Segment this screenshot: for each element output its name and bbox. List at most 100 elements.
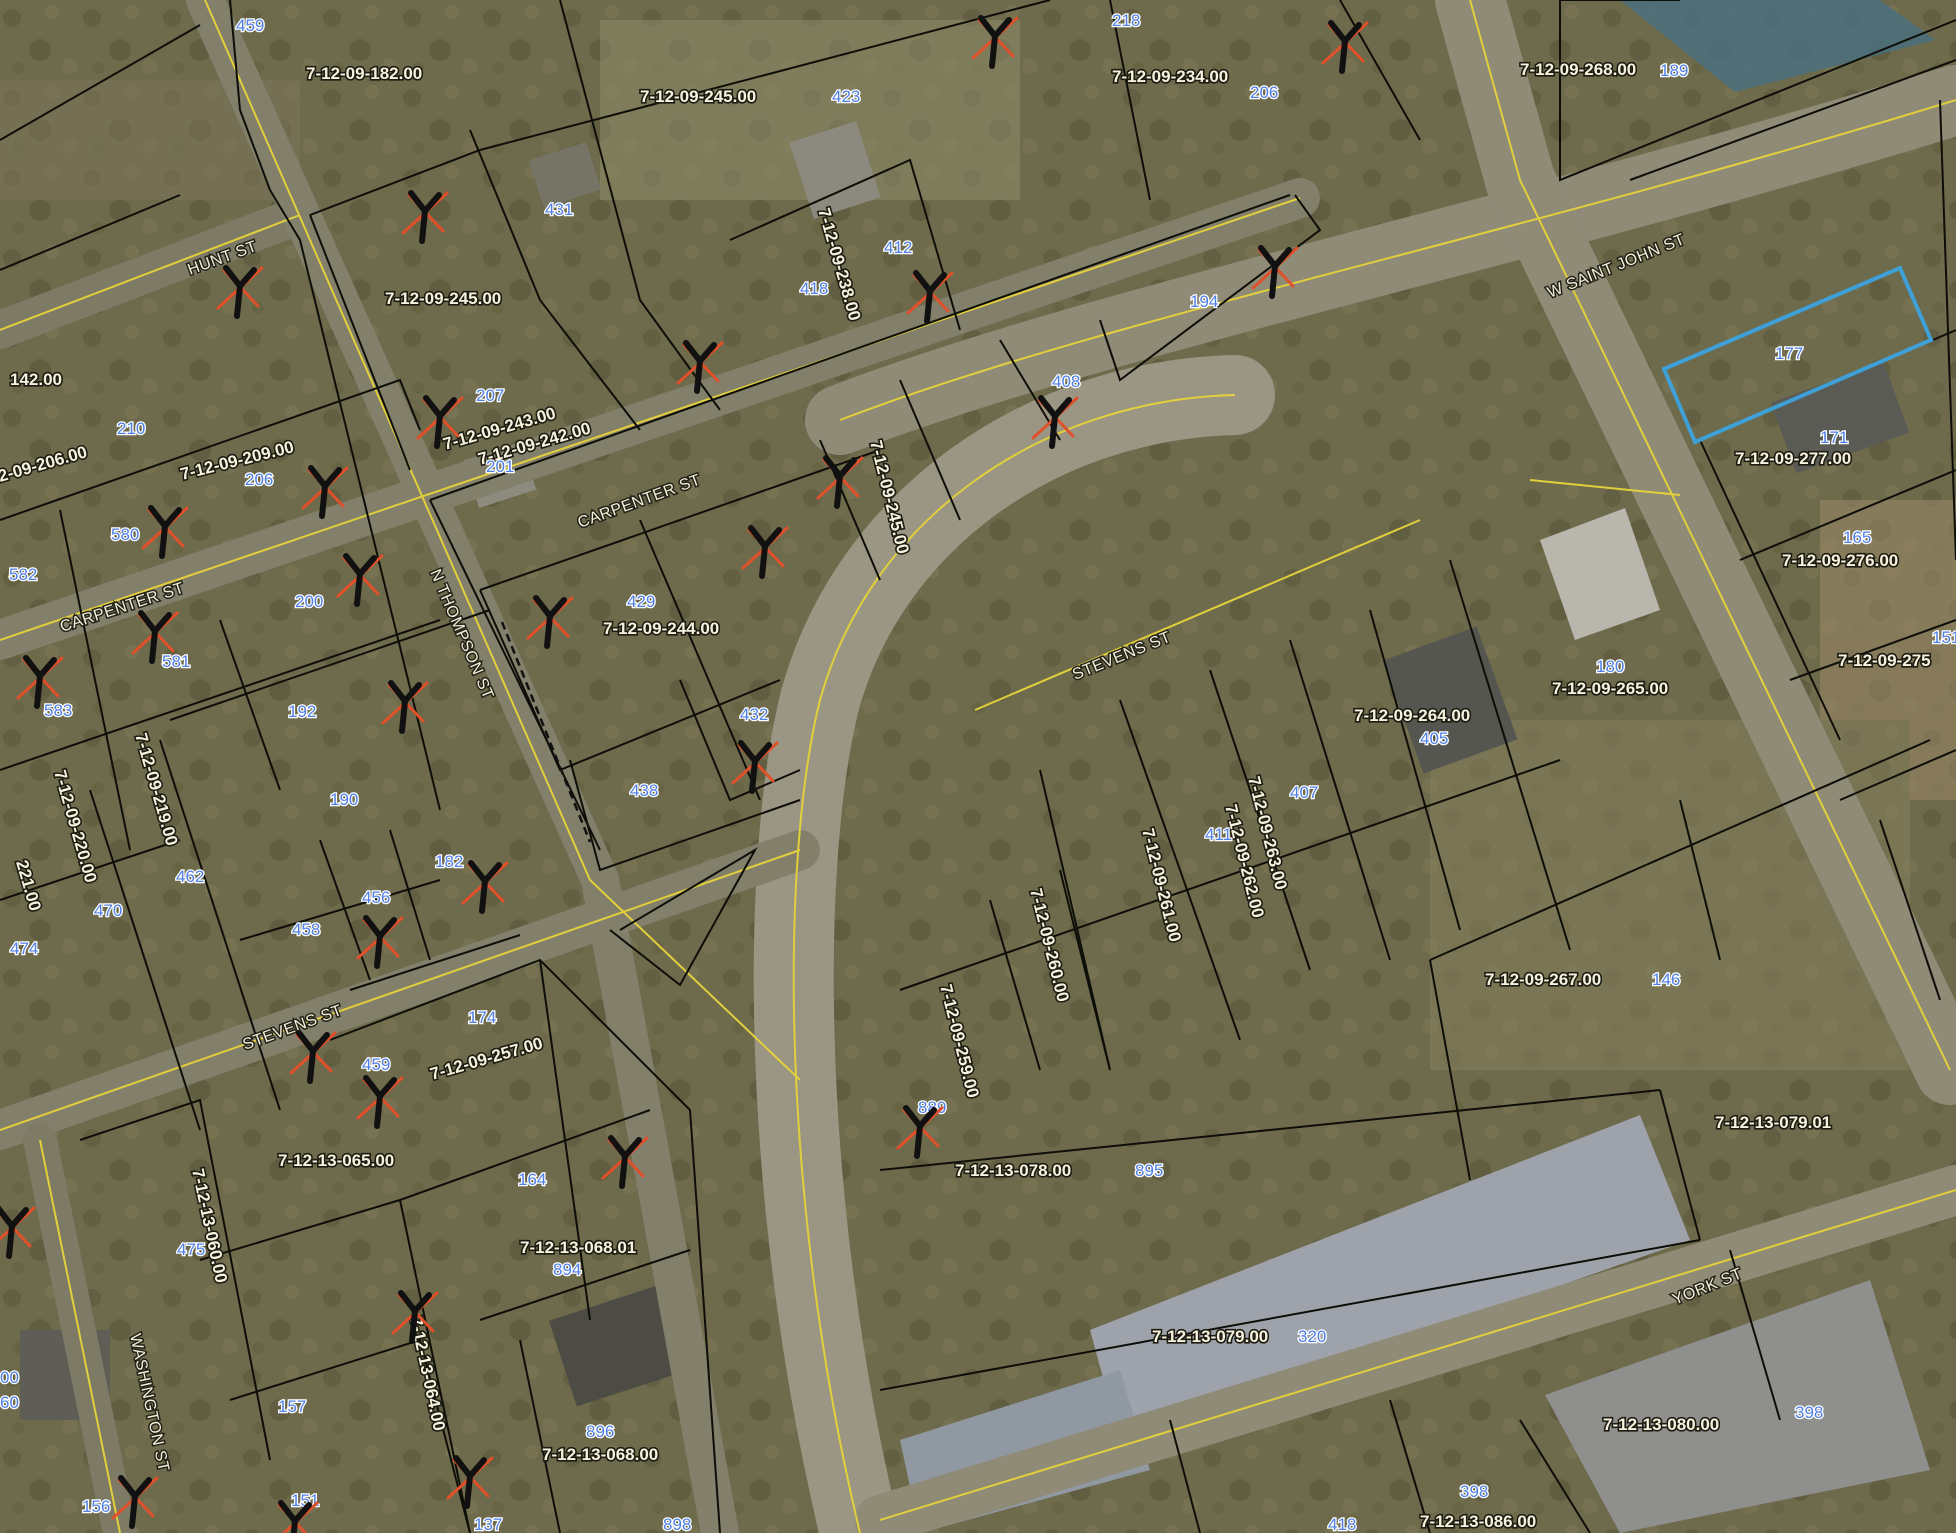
parcel-id: 7-12-13-079.00 xyxy=(1152,1327,1268,1346)
address-number: 60 xyxy=(0,1393,19,1412)
address-number: 432 xyxy=(740,705,768,724)
parcel-id: 7-12-09-268.00 xyxy=(1520,60,1636,79)
address-number: 475 xyxy=(177,1240,205,1259)
address-number: 459 xyxy=(362,1055,390,1074)
address-number: 581 xyxy=(162,652,190,671)
address-number: 218 xyxy=(1112,11,1140,30)
address-number: 470 xyxy=(94,901,122,920)
parcel-id: 7-12-13-068.01 xyxy=(520,1238,636,1257)
black-check-mark xyxy=(148,505,182,559)
address-number: 398 xyxy=(1460,1482,1488,1501)
black-check-mark xyxy=(608,1135,642,1189)
address-number: 156 xyxy=(82,1497,110,1516)
address-number: 206 xyxy=(245,470,273,489)
parcel-id: 7-12-13-079.01 xyxy=(1715,1113,1831,1132)
address-number: 898 xyxy=(663,1515,691,1533)
address-number: 580 xyxy=(111,525,139,544)
black-check-mark xyxy=(398,1290,432,1344)
black-check-mark xyxy=(223,265,257,319)
parcel-id: 7-12-13-080.00 xyxy=(1603,1415,1719,1434)
address-number: 889 xyxy=(918,1098,946,1117)
parcel-id: 7-12-09-234.00 xyxy=(1112,67,1228,86)
dashed-line-thompson xyxy=(500,621,592,843)
black-check-mark xyxy=(363,915,397,969)
address-number: 157 xyxy=(278,1397,306,1416)
address-number: 431 xyxy=(545,200,573,219)
parcel-id: 7-12-09-265.00 xyxy=(1552,679,1668,698)
address-number: 418 xyxy=(1328,1515,1356,1533)
address-number: 412 xyxy=(884,238,912,257)
parcel-id: 7-12-13-078.00 xyxy=(955,1161,1071,1180)
address-number: 474 xyxy=(10,939,38,958)
parcel-id: 7-12-09-275 xyxy=(1838,651,1931,670)
address-number: 137 xyxy=(474,1515,502,1533)
black-check-mark xyxy=(1258,245,1292,299)
black-check-mark xyxy=(738,740,772,794)
address-number: 192 xyxy=(288,702,316,721)
black-check-mark xyxy=(978,15,1012,69)
parcel-id: 7-12-09-267.00 xyxy=(1485,970,1601,989)
parcel-id: 7-12-09-277.00 xyxy=(1735,449,1851,468)
address-number: 201 xyxy=(486,457,514,476)
parcel-id: 7-12-09-276.00 xyxy=(1782,551,1898,570)
address-number: 177 xyxy=(1775,344,1803,363)
address-number: 174 xyxy=(468,1008,496,1027)
parcel-id: 142.00 xyxy=(10,370,62,389)
address-number: 459 xyxy=(236,16,264,35)
black-check-mark xyxy=(823,455,857,509)
address-number: 438 xyxy=(630,781,658,800)
black-check-mark xyxy=(23,655,57,709)
address-number: 207 xyxy=(476,386,504,405)
address-number: 423 xyxy=(832,87,860,106)
address-number: 462 xyxy=(176,867,204,886)
address-number: 190 xyxy=(330,790,358,809)
black-check-mark xyxy=(343,553,377,607)
black-check-mark xyxy=(913,270,947,324)
black-check-mark xyxy=(118,1475,152,1529)
black-check-mark xyxy=(308,465,342,519)
address-number: 407 xyxy=(1290,783,1318,802)
road-thompson xyxy=(186,0,739,1533)
address-number: 210 xyxy=(117,419,145,438)
address-number: 458 xyxy=(292,920,320,939)
address-number: 200 xyxy=(295,592,323,611)
address-number: 418 xyxy=(800,279,828,298)
address-number: 582 xyxy=(9,565,37,584)
parcel-id: 7-12-13-068.00 xyxy=(542,1445,658,1464)
address-number: 164 xyxy=(518,1170,546,1189)
black-check-mark xyxy=(296,1030,330,1084)
black-check-mark xyxy=(138,610,172,664)
black-check-mark xyxy=(683,340,717,394)
address-number: 583 xyxy=(44,701,72,720)
parcel-id: 7-12-09-264.00 xyxy=(1354,706,1470,725)
address-number: 171 xyxy=(1820,428,1848,447)
parcel-id: 7-12-09-244.00 xyxy=(603,619,719,638)
address-number: 411 xyxy=(1205,825,1232,844)
parcel-id: 7-12-09-245.00 xyxy=(640,87,756,106)
black-check-mark xyxy=(903,1105,937,1159)
black-check-mark xyxy=(1038,395,1072,449)
black-check-mark xyxy=(423,395,457,449)
address-number: 206 xyxy=(1250,83,1278,102)
black-check-mark xyxy=(388,680,422,734)
address-number: 429 xyxy=(627,592,655,611)
address-number: 398 xyxy=(1795,1403,1823,1422)
black-check-mark xyxy=(468,860,502,914)
address-number: 146 xyxy=(1652,970,1680,989)
address-number: 320 xyxy=(1298,1327,1326,1346)
address-number: 180 xyxy=(1596,657,1624,676)
black-check-mark xyxy=(363,1075,397,1129)
black-check-mark xyxy=(408,190,442,244)
highlighted-parcel-177[interactable] xyxy=(1661,265,1934,445)
address-number: 894 xyxy=(553,1260,581,1279)
address-number: 165 xyxy=(1843,528,1871,547)
address-number: 00 xyxy=(0,1368,19,1387)
address-number: 182 xyxy=(435,852,463,871)
black-check-mark xyxy=(748,525,782,579)
address-number: 194 xyxy=(1190,292,1218,311)
black-check-mark xyxy=(1328,20,1362,74)
parcel-id: 7-12-09-245.00 xyxy=(385,289,501,308)
